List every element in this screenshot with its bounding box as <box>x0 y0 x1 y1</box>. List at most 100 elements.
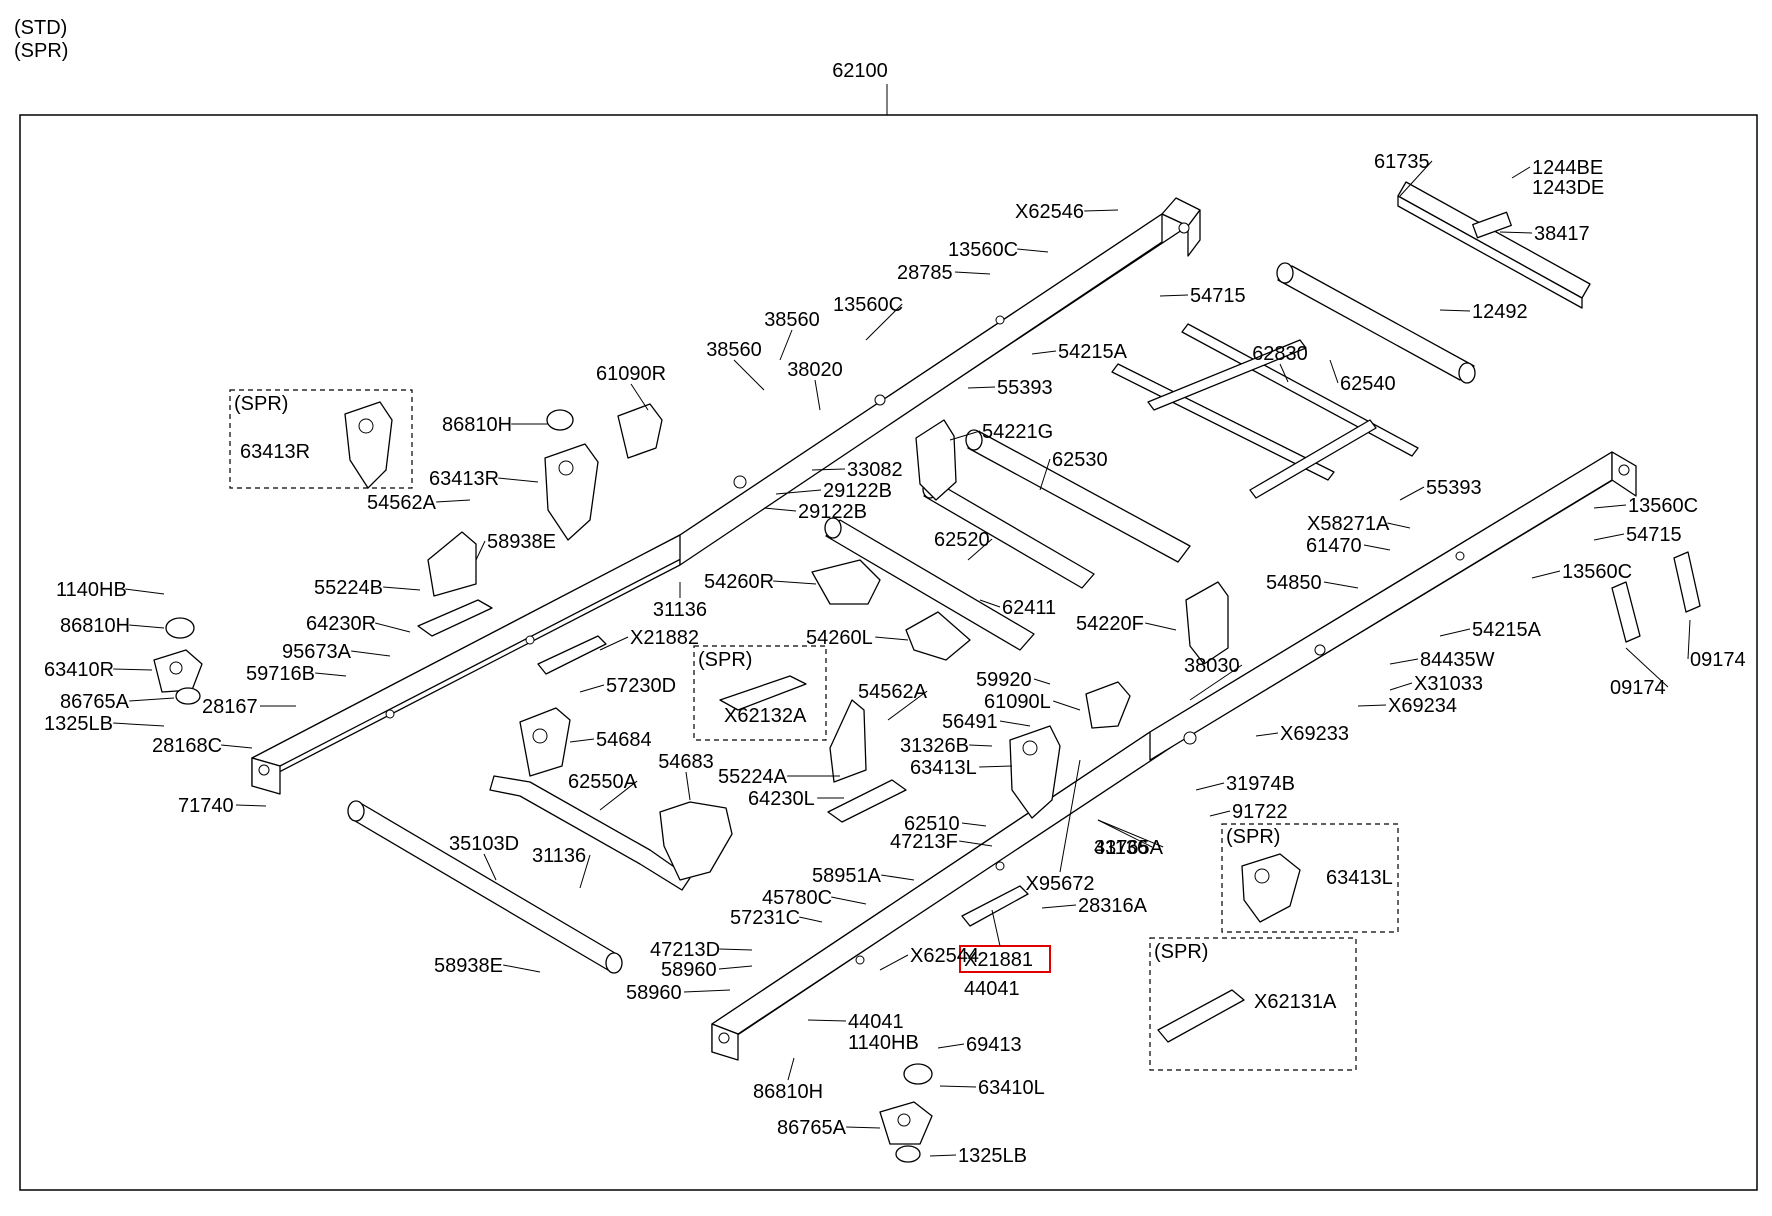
header-spr: (SPR) <box>14 40 68 62</box>
part-label-54215a: 54215A <box>1058 341 1128 363</box>
part-label-59920: 59920 <box>976 669 1032 691</box>
spr-bracket-X62131A <box>1157 989 1245 1043</box>
spacer-38417 <box>1472 211 1512 239</box>
leader-line <box>846 1126 881 1129</box>
leader-line <box>719 948 753 951</box>
bracket-54221G <box>915 419 957 501</box>
bracket-54260L <box>905 611 971 661</box>
part-label-58951a: 58951A <box>812 865 882 887</box>
part-label-47213f: 47213F <box>890 831 958 853</box>
part-label-59716b: 59716B <box>246 663 315 685</box>
leader-line <box>865 303 903 341</box>
bracket-X21881 <box>961 885 1029 927</box>
insulator-86765A-left <box>175 687 201 705</box>
part-label-38560: 38560 <box>706 339 762 361</box>
part-label-31136: 31136 <box>653 599 707 621</box>
part-label-64230r: 64230R <box>306 613 376 635</box>
part-label-69413: 69413 <box>966 1034 1022 1056</box>
part-label-1325lb: 1325LB <box>958 1145 1027 1167</box>
part-label-54715: 54715 <box>1626 524 1682 546</box>
part-label-x31033: X31033 <box>1414 673 1483 695</box>
part-label-29122b: 29122B <box>823 480 892 502</box>
part-label-86810h: 86810H <box>442 414 512 436</box>
part-label-63413r: 63413R <box>429 468 499 490</box>
part-label-45780c: 45780C <box>762 887 832 909</box>
leader-line <box>773 580 817 585</box>
part-label-63410r: 63410R <box>44 659 114 681</box>
part-label-31974b: 31974B <box>1226 773 1295 795</box>
bracket-54684 <box>519 707 571 777</box>
bracket-61090L <box>1085 681 1131 729</box>
part-label-38417: 38417 <box>1534 223 1590 245</box>
insulator-86765A-bottom <box>895 1145 921 1163</box>
part-label-86810h: 86810H <box>60 615 130 637</box>
part-label-13560c: 13560C <box>1562 561 1632 583</box>
part-label-28168c: 28168C <box>152 735 222 757</box>
leader-line <box>599 636 629 651</box>
part-label-55224a: 55224A <box>718 766 788 788</box>
part-label-12492: 12492 <box>1472 301 1528 323</box>
leader-line <box>718 965 753 970</box>
leader-line <box>1399 486 1425 501</box>
leader-line <box>1329 359 1339 384</box>
leader-line <box>991 909 1001 947</box>
leader-line <box>1041 904 1077 909</box>
part-label-x69233: X69233 <box>1280 723 1349 745</box>
part-label-54715: 54715 <box>1190 285 1246 307</box>
part-label-29122b: 29122B <box>798 501 867 523</box>
leader-line <box>1323 581 1359 589</box>
leader-line <box>1189 664 1243 701</box>
part-label-71740: 71740 <box>178 795 234 817</box>
part-label-43765a: 43765A <box>1094 837 1164 859</box>
assembly-label: 62100 <box>832 60 888 82</box>
part-label-31136: 31136 <box>532 845 586 867</box>
crossmember-62510 <box>347 800 623 974</box>
leader-line <box>949 430 981 441</box>
leader-line <box>630 383 649 411</box>
spr-box-63413L-label: (SPR) <box>1226 826 1280 848</box>
part-label-54220f: 54220F <box>1076 613 1144 635</box>
part-label-62411: 62411 <box>1002 597 1056 619</box>
leader-line <box>1399 160 1433 197</box>
leader-line <box>1511 166 1531 179</box>
part-label-57230d: 57230D <box>606 675 676 697</box>
leader-line <box>1531 570 1561 579</box>
part-label-95673a: 95673A <box>282 641 352 663</box>
leader-line <box>1499 231 1533 234</box>
leader-line <box>1389 682 1413 691</box>
part-label-x95672: X95672 <box>1026 873 1095 895</box>
leader-line <box>1255 732 1279 737</box>
part-label-91722: 91722 <box>1232 801 1288 823</box>
bracket-09174-b <box>1673 551 1701 613</box>
part-label-62530: 62530 <box>1052 449 1108 471</box>
part-label-38020: 38020 <box>787 359 843 381</box>
leader-line <box>125 588 165 595</box>
part-label-56491: 56491 <box>942 711 998 733</box>
leader-line <box>954 271 991 275</box>
part-label-13560c: 13560C <box>948 239 1018 261</box>
leader-line <box>1279 363 1289 383</box>
bracket-54220F <box>1185 581 1229 665</box>
header-std: (STD) <box>14 17 67 39</box>
bracket-54260R <box>811 559 881 605</box>
leader-line <box>937 1043 965 1049</box>
part-label-09174: 09174 <box>1690 649 1746 671</box>
leader-line <box>1195 782 1225 791</box>
part-label-62510: 62510 <box>904 813 960 835</box>
leader-line <box>831 896 867 905</box>
part-label-61470: 61470 <box>1306 535 1362 557</box>
part-label-55393: 55393 <box>1426 477 1482 499</box>
leader-line <box>763 507 797 512</box>
part-label-55224b: 55224B <box>314 577 383 599</box>
spr-box-X62132A <box>693 645 827 741</box>
part-label-58938e: 58938E <box>434 955 503 977</box>
leader-line <box>498 477 539 483</box>
part-label-31326b: 31326B <box>900 735 969 757</box>
leader-line <box>1084 209 1119 212</box>
bracket-09174-a <box>1611 581 1641 643</box>
leader-line <box>1357 704 1387 707</box>
spr-box-X62131A <box>1149 937 1357 1071</box>
part-label-38030: 38030 <box>1184 655 1240 677</box>
part-label-86765a: 86765A <box>777 1117 847 1139</box>
insulator-86810H-top <box>546 409 574 431</box>
